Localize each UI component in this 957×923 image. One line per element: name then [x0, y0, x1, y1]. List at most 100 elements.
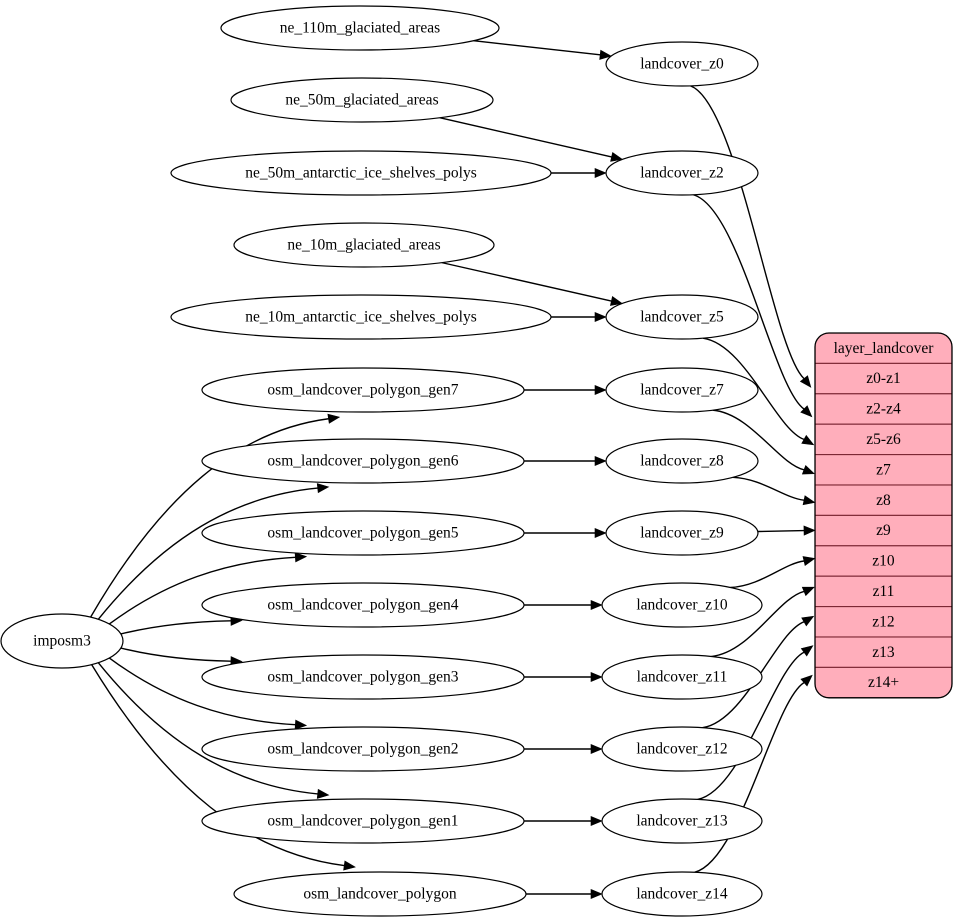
node-landcover_z11[interactable]: landcover_z11: [601, 654, 763, 700]
edge-arrowhead: [594, 311, 607, 323]
node-landcover_z10[interactable]: landcover_z10: [601, 582, 763, 628]
edge-arrowhead: [327, 413, 341, 424]
node-osm_landcover_polygon_gen4[interactable]: osm_landcover_polygon_gen4: [201, 582, 525, 628]
node-osm_landcover_polygon_gen5[interactable]: osm_landcover_polygon_gen5: [201, 510, 525, 556]
node-shape-landcover_z2: [605, 150, 759, 196]
node-label-landcover_z7: landcover_z7: [640, 382, 724, 399]
node-label-ne_10m_glaciated_areas: ne_10m_glaciated_areas: [287, 237, 440, 254]
table-row-z0-z1[interactable]: z0-z1: [815, 362, 952, 395]
edge-arrowhead: [590, 815, 603, 827]
node-label-osm_landcover_polygon_gen4: osm_landcover_polygon_gen4: [267, 597, 458, 614]
node-label-landcover_z14: landcover_z14: [636, 886, 727, 903]
table-row-z12[interactable]: z12: [815, 606, 952, 638]
node-shape-osm_landcover_polygon_gen2: [201, 726, 525, 772]
node-shape-landcover_z7: [605, 367, 759, 413]
node-ne_110m_glaciated_areas[interactable]: ne_110m_glaciated_areas: [220, 5, 500, 51]
edge-imposm3-to-osm_landcover_polygon_gen6: [97, 487, 318, 620]
edge-arrowhead: [599, 49, 612, 60]
table-row-z11[interactable]: z11: [815, 575, 952, 608]
node-shape-ne_110m_glaciated_areas: [220, 5, 500, 51]
edge-arrowhead: [801, 434, 815, 446]
node-osm_landcover_polygon_gen7[interactable]: osm_landcover_polygon_gen7: [201, 367, 525, 413]
table-row-z7[interactable]: z7: [815, 454, 952, 486]
edge-imposm3-to-osm_landcover_polygon_gen1: [97, 662, 318, 795]
node-landcover_z2[interactable]: landcover_z2: [605, 150, 759, 196]
node-osm_landcover_polygon_gen1[interactable]: osm_landcover_polygon_gen1: [201, 798, 525, 844]
node-label-ne_50m_antarctic_ice_shelves_polys: ne_50m_antarctic_ice_shelves_polys: [245, 165, 477, 182]
node-landcover_z12[interactable]: landcover_z12: [601, 726, 763, 772]
edge-arrowhead: [802, 495, 816, 506]
node-shape-landcover_z13: [601, 798, 763, 844]
table-row-label: z2-z4: [866, 401, 901, 418]
node-shape-landcover_z10: [601, 582, 763, 628]
node-shape-osm_landcover_polygon_gen1: [201, 798, 525, 844]
table-row-label: z0-z1: [866, 370, 900, 387]
node-shape-osm_landcover_polygon_gen3: [201, 654, 525, 700]
edge-landcover_z8-to-layer_landcover:z8: [732, 476, 805, 501]
node-imposm3[interactable]: imposm3: [0, 613, 124, 669]
node-ne_10m_glaciated_areas[interactable]: ne_10m_glaciated_areas: [233, 222, 495, 268]
edge-imposm3-to-osm_landcover_polygon_gen3: [120, 647, 231, 662]
table-row-z9[interactable]: z9: [815, 514, 952, 547]
node-label-osm_landcover_polygon_gen5: osm_landcover_polygon_gen5: [267, 525, 458, 542]
edge-arrowhead: [610, 296, 623, 306]
table-outline: [814, 332, 953, 699]
node-ne_50m_antarctic_ice_shelves_polys[interactable]: ne_50m_antarctic_ice_shelves_polys: [170, 150, 552, 196]
node-osm_landcover_polygon_gen2[interactable]: osm_landcover_polygon_gen2: [201, 726, 525, 772]
node-shape-imposm3: [0, 613, 124, 669]
node-layer: imposm3 ne_110m_glaciated_areas ne_50m_gla…: [0, 5, 763, 917]
node-label-osm_landcover_polygon: osm_landcover_polygon: [303, 886, 457, 903]
node-shape-ne_50m_antarctic_ice_shelves_polys: [170, 150, 552, 196]
node-ne_50m_glaciated_areas[interactable]: ne_50m_glaciated_areas: [230, 77, 494, 123]
edge-imposm3-to-osm_landcover_polygon: [91, 664, 345, 867]
table-row-label: z12: [872, 613, 894, 630]
node-landcover_z0[interactable]: landcover_z0: [605, 41, 759, 87]
edge-arrowhead: [590, 671, 603, 683]
edge-imposm3-to-osm_landcover_polygon_gen2: [108, 657, 296, 726]
node-landcover_z8[interactable]: landcover_z8: [605, 438, 759, 484]
table-row-z14+[interactable]: z14+: [815, 666, 952, 698]
table-row-z8[interactable]: z8: [815, 484, 952, 516]
node-shape-landcover_z5: [605, 294, 759, 340]
node-shape-osm_landcover_polygon_gen5: [201, 510, 525, 556]
node-label-ne_50m_glaciated_areas: ne_50m_glaciated_areas: [285, 92, 438, 109]
node-shape-landcover_z9: [605, 510, 759, 556]
edge-landcover_z11-to-layer_landcover:z11: [711, 590, 805, 658]
edge-imposm3-to-osm_landcover_polygon_gen5: [108, 556, 296, 625]
table-row-label: z10: [872, 553, 895, 570]
node-osm_landcover_polygon_gen6[interactable]: osm_landcover_polygon_gen6: [201, 438, 525, 484]
table-header-cell[interactable]: layer_landcover: [815, 333, 952, 364]
node-label-landcover_z11: landcover_z11: [637, 669, 728, 686]
table-row-z5-z6[interactable]: z5-z6: [815, 423, 952, 456]
edge-arrowhead: [800, 674, 813, 687]
table-header-label: layer_landcover: [834, 340, 935, 357]
table-row-z10[interactable]: z10: [815, 545, 952, 577]
table-row-label: z5-z6: [866, 431, 901, 448]
node-label-landcover_z5: landcover_z5: [640, 309, 724, 326]
edge-ne_10m_glaciated_areas-to-landcover_z5: [441, 261, 612, 302]
node-landcover_z14[interactable]: landcover_z14: [601, 871, 763, 917]
node-landcover_z5[interactable]: landcover_z5: [605, 294, 759, 340]
edge-arrowhead: [799, 375, 812, 388]
edge-layer: [89, 39, 816, 900]
edge-arrowhead: [594, 384, 607, 396]
table-row-z13[interactable]: z13: [815, 636, 952, 668]
node-landcover_z9[interactable]: landcover_z9: [605, 510, 759, 556]
edge-landcover_z14-to-layer_landcover:z14+: [694, 682, 805, 873]
edge-arrowhead: [801, 464, 815, 475]
edge-arrowhead: [594, 527, 607, 539]
node-landcover_z7[interactable]: landcover_z7: [605, 367, 759, 413]
node-shape-ne_50m_glaciated_areas: [230, 77, 494, 123]
table-row-bg: [815, 514, 952, 547]
node-shape-landcover_z11: [601, 654, 763, 700]
table-row-label: z14+: [868, 674, 899, 691]
node-osm_landcover_polygon_gen3[interactable]: osm_landcover_polygon_gen3: [201, 654, 525, 700]
node-landcover_z13[interactable]: landcover_z13: [601, 798, 763, 844]
node-shape-osm_landcover_polygon_gen7: [201, 367, 525, 413]
node-label-ne_110m_glaciated_areas: ne_110m_glaciated_areas: [280, 20, 440, 37]
node-shape-landcover_z0: [605, 41, 759, 87]
table-row-z2-z4[interactable]: z2-z4: [815, 393, 952, 425]
node-osm_landcover_polygon[interactable]: osm_landcover_polygon: [233, 871, 527, 917]
node-ne_10m_antarctic_ice_shelves_polys[interactable]: ne_10m_antarctic_ice_shelves_polys: [170, 294, 552, 340]
table-row-bg: [815, 484, 952, 516]
